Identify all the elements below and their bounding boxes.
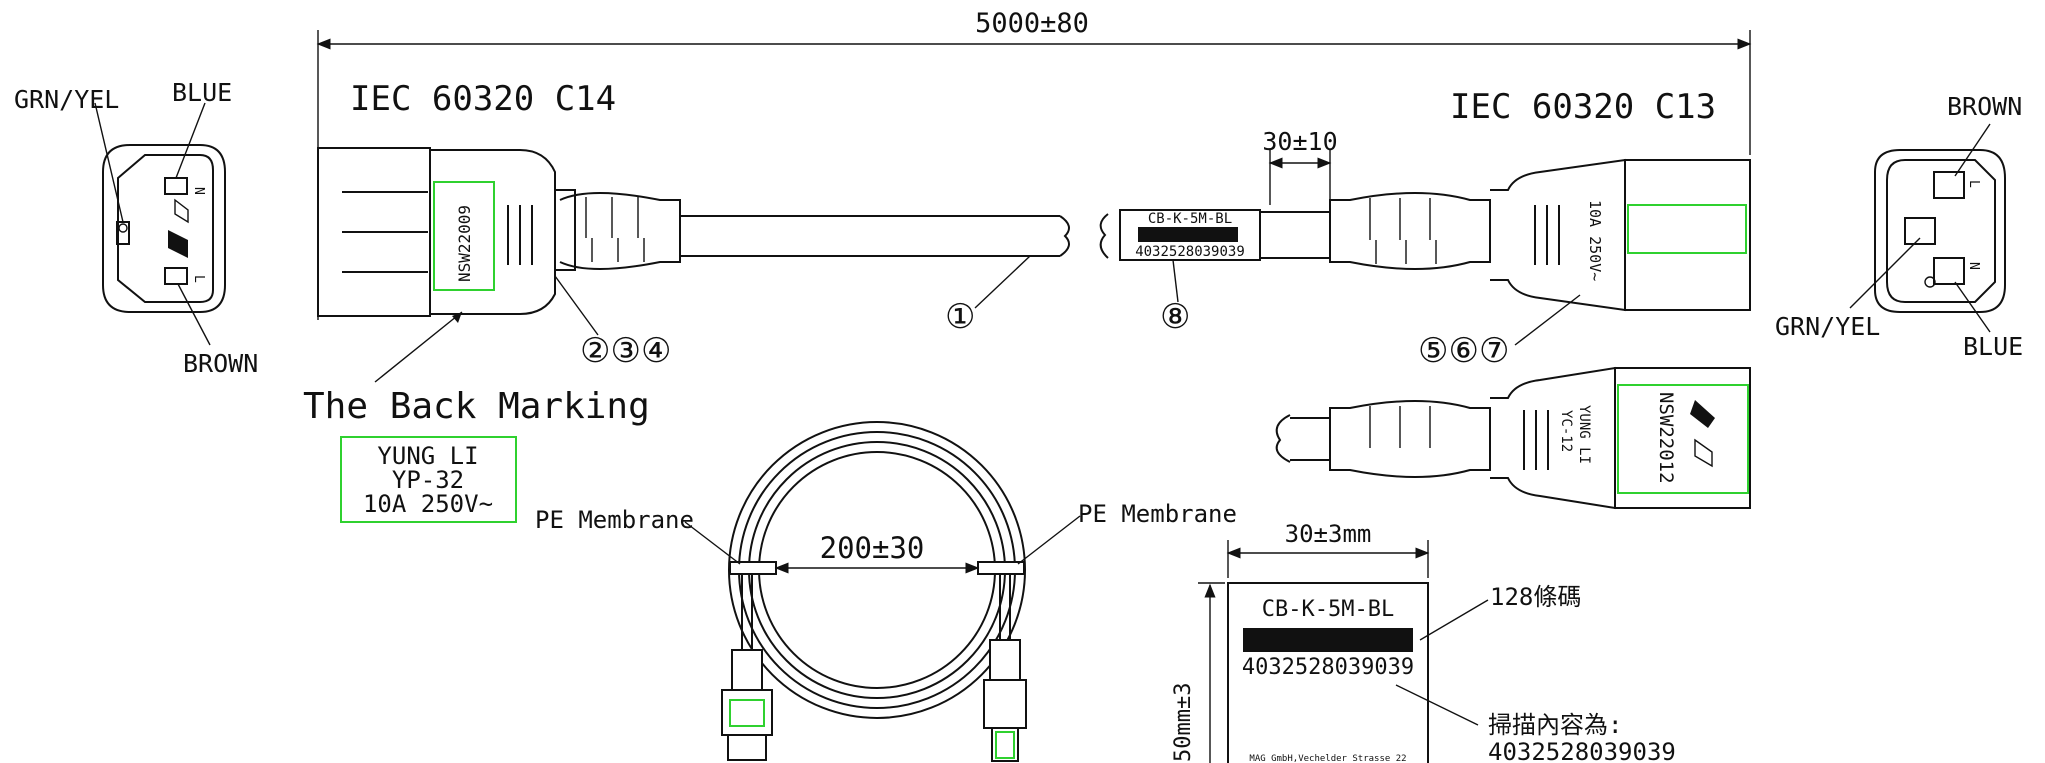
plug-parts-callout: ②③④: [580, 331, 671, 371]
coiled-cable: 200±30 PE Membrane PE Membrane: [535, 421, 1237, 762]
back-marking-line2: YP-32: [392, 466, 464, 494]
left-grn-yel-label: GRN/YEL: [14, 85, 119, 114]
coil-right-membrane: PE Membrane: [1078, 500, 1237, 528]
right-connector-title: IEC 60320 C13: [1450, 87, 1716, 127]
right-grn-yel-label: GRN/YEL: [1775, 312, 1880, 341]
label-barcode-number: 4032528039039: [1242, 655, 1414, 680]
label-height-dimension: 50mm±3: [1171, 683, 1196, 762]
tag-callout: ⑧: [1160, 297, 1190, 337]
back-body-text-1: YUNG LI: [1576, 405, 1592, 464]
label-detail: 30±3mm 50mm±3 CB-K-5M-BL 4032528039039 M…: [1171, 520, 1676, 763]
strip-dimension: 30±10: [1262, 127, 1337, 156]
overall-length-text: 5000±80: [975, 8, 1089, 39]
label-part-no: CB-K-5M-BL: [1262, 597, 1394, 622]
right-body-text: 10A 250V~: [1586, 200, 1604, 281]
back-marking-box: [340, 436, 517, 523]
back-body-text-2: YC-12: [1558, 410, 1574, 452]
cable-callout: ①: [945, 297, 975, 337]
right-pin-l: L: [1966, 180, 1981, 188]
label-footer: MAG GmbH,Vechelder Strasse 22: [1249, 754, 1406, 763]
tag-number: 4032528039039: [1135, 244, 1245, 260]
right-c13-face-view: L N BROWN GRN/YEL BLUE: [1775, 92, 2023, 361]
left-pin-n: N: [191, 187, 206, 195]
barcode-note: 128條碼: [1490, 583, 1581, 611]
right-brown-label: BROWN: [1947, 92, 2022, 121]
connector-parts-callout: ⑤⑥⑦: [1418, 331, 1509, 371]
scan-value: 4032528039039: [1488, 738, 1676, 763]
right-pin-n: N: [1966, 262, 1981, 270]
coil-left-membrane: PE Membrane: [535, 506, 694, 534]
left-body-marking: NSW22009: [455, 205, 474, 282]
back-marking-title: The Back Marking: [303, 386, 650, 427]
tag-part-no: CB-K-5M-BL: [1148, 211, 1232, 227]
label-width-dimension: 30±3mm: [1285, 520, 1372, 548]
coil-dimension: 200±30: [820, 531, 925, 565]
left-connector-title: IEC 60320 C14: [350, 79, 616, 119]
left-blue-label: BLUE: [172, 78, 232, 107]
back-marking-line3: 10A 250V~: [363, 490, 493, 518]
cable-label-tag: CB-K-5M-BL 4032528039039 ⑧ 30±10: [1099, 127, 1338, 337]
right-connector-back-view: YUNG LI YC-12 NSW22012: [1275, 366, 1751, 510]
right-blue-label: BLUE: [1963, 332, 2023, 361]
right-connector-side-view: 10A 250V~ ⑤⑥⑦: [1329, 158, 1751, 371]
left-brown-label: BROWN: [183, 349, 258, 378]
left-c14-face-view: N L GRN/YEL BLUE BROWN: [14, 78, 258, 378]
left-plug-side-view: NSW22009 ① ②③④: [317, 147, 1070, 383]
overall-length-dimension: 5000±80: [316, 8, 1752, 320]
scan-note: 掃描內容為:: [1488, 711, 1622, 739]
back-body-marking: NSW22012: [1655, 392, 1677, 484]
left-pin-l: L: [191, 275, 206, 283]
back-marking-line1: YUNG LI: [377, 442, 478, 470]
